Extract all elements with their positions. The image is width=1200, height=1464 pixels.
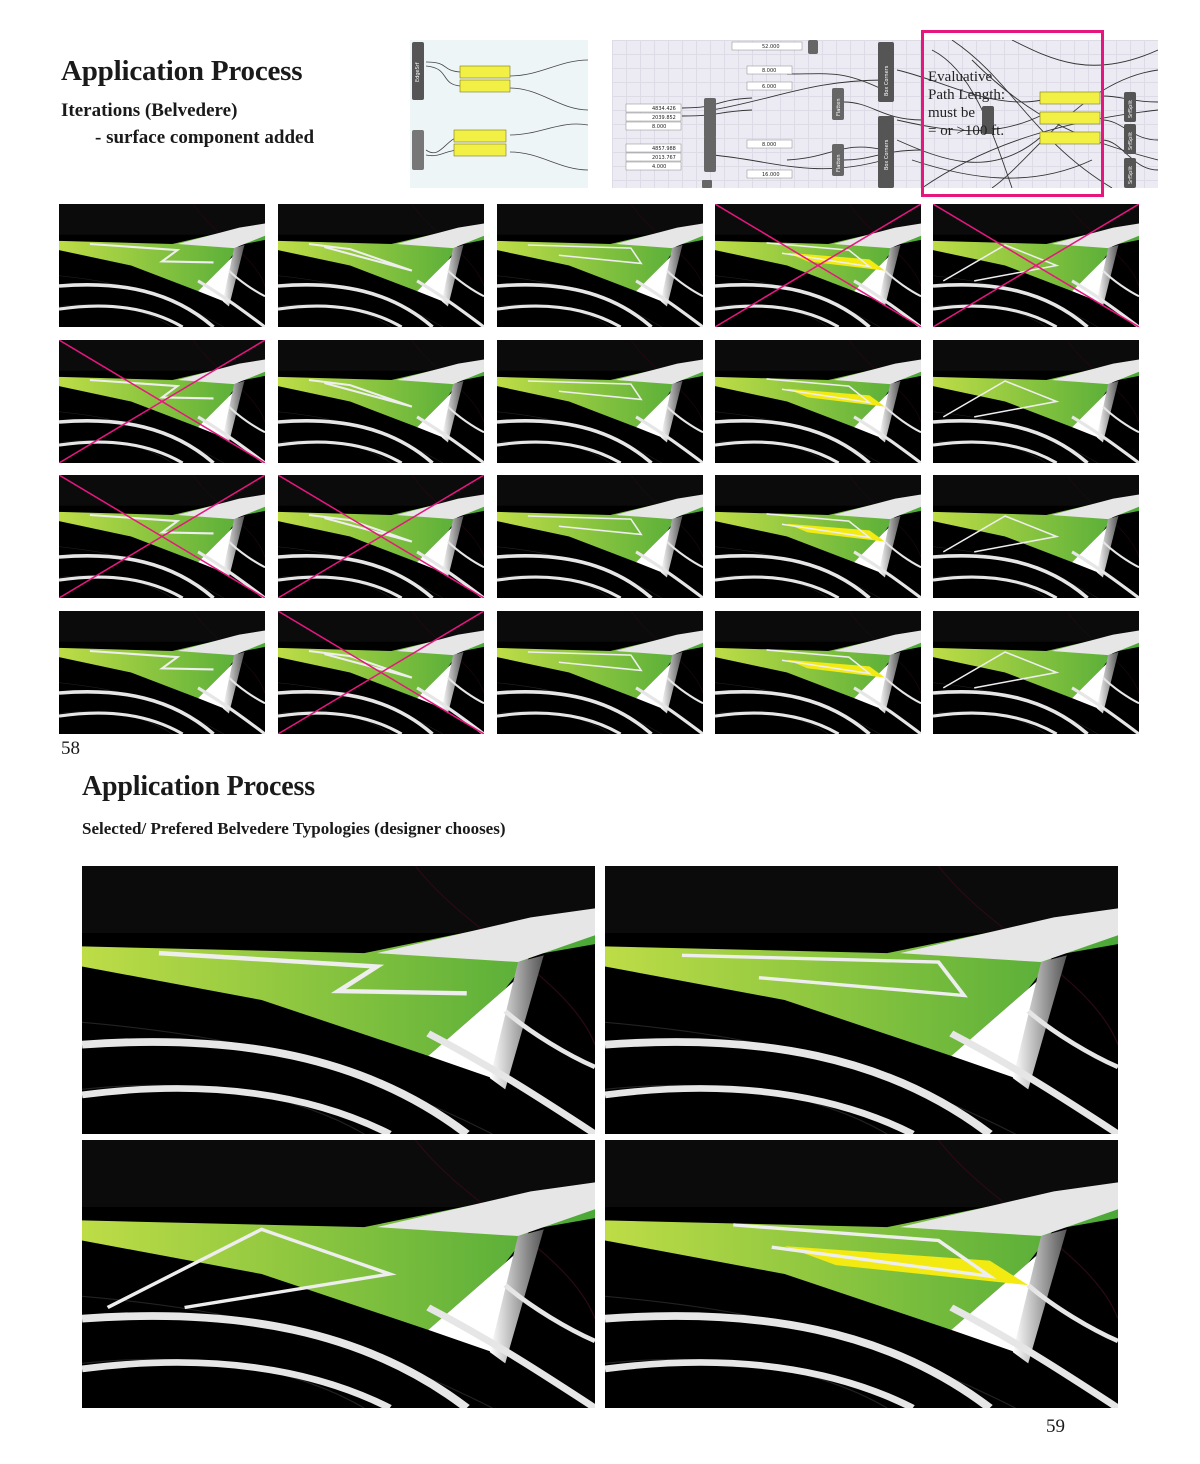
iteration-thumbnail: [497, 340, 703, 463]
slider-value: 4857.988: [652, 146, 676, 152]
iteration-thumbnail: [497, 475, 703, 598]
slider-value: 8.000: [652, 124, 666, 130]
box-corners-label: Box Corners: [884, 139, 890, 170]
iteration-thumbnail: [715, 475, 921, 598]
slider-value: 52.000: [762, 44, 780, 50]
slider-value: 2039.852: [652, 115, 676, 121]
slider-value: 8.000: [762, 68, 776, 74]
section-subtitle-2: Selected/ Prefered Belvedere Typologies …: [82, 819, 506, 838]
slider-value: 4834.426: [652, 106, 676, 112]
page-number-right: 59: [1046, 1416, 1065, 1437]
note-line: Evaluative: [928, 69, 993, 85]
note-line: Path Length:: [928, 87, 1006, 103]
page-number-left: 58: [61, 738, 80, 759]
slider-value: 8.000: [762, 142, 776, 148]
selected-typology-render: [605, 866, 1118, 1134]
page-title: Application Process: [61, 55, 303, 87]
slider-value: 16.000: [762, 172, 780, 178]
iteration-thumbnail: [59, 475, 265, 598]
iteration-thumbnail: [59, 204, 265, 327]
slider-value: 6.000: [762, 84, 776, 90]
grasshopper-canvas-right: 52.000 8.000 6.000 4834.426 2039.852 8.0…: [612, 40, 1158, 188]
selected-typology-render: [82, 866, 595, 1134]
iteration-thumbnail: [278, 611, 484, 734]
iteration-thumbnail: [278, 204, 484, 327]
srfsplit-label: SrfSplit: [1128, 100, 1134, 118]
iteration-thumbnail: [715, 340, 921, 463]
iteration-thumbnail: [715, 204, 921, 327]
iteration-thumbnail: [715, 611, 921, 734]
note-line: must be: [928, 105, 976, 121]
iteration-thumbnail: [933, 611, 1139, 734]
slider-value: 2013.767: [652, 155, 676, 161]
flatten-label: Flatten: [836, 155, 842, 173]
section-subtitle: Iterations (Belvedere): [61, 100, 238, 121]
iteration-thumbnail: [59, 611, 265, 734]
evaluative-note: Evaluative Path Length: must be = or >10…: [928, 68, 1005, 140]
iteration-thumbnail: [278, 475, 484, 598]
iteration-thumbnail: [59, 340, 265, 463]
iteration-thumbnail: [497, 611, 703, 734]
note-line: = or >100 ft.: [928, 123, 1005, 139]
box-corners-label: Box Corners: [884, 65, 890, 96]
iteration-thumbnail: [933, 475, 1139, 598]
flatten-label: Flatten: [836, 99, 842, 117]
iteration-thumbnail: [497, 204, 703, 327]
edgesrf-label: EdgeSrf: [415, 62, 421, 82]
iteration-thumbnail: [933, 204, 1139, 327]
selected-typology-render: [82, 1140, 595, 1408]
iteration-thumbnail: [278, 340, 484, 463]
slider-value: 4.000: [652, 164, 666, 170]
srfsplit-label: SrfSplit: [1128, 166, 1134, 184]
selected-typology-render: [605, 1140, 1118, 1408]
grasshopper-canvas-left: EdgeSrf: [410, 40, 588, 188]
iteration-thumbnail: [933, 340, 1139, 463]
evaluative-highlight-box: [921, 30, 1104, 197]
section-subnote: - surface component added: [95, 127, 315, 148]
section-title-2: Application Process: [82, 771, 315, 802]
srfsplit-label: SrfSplit: [1128, 132, 1134, 150]
